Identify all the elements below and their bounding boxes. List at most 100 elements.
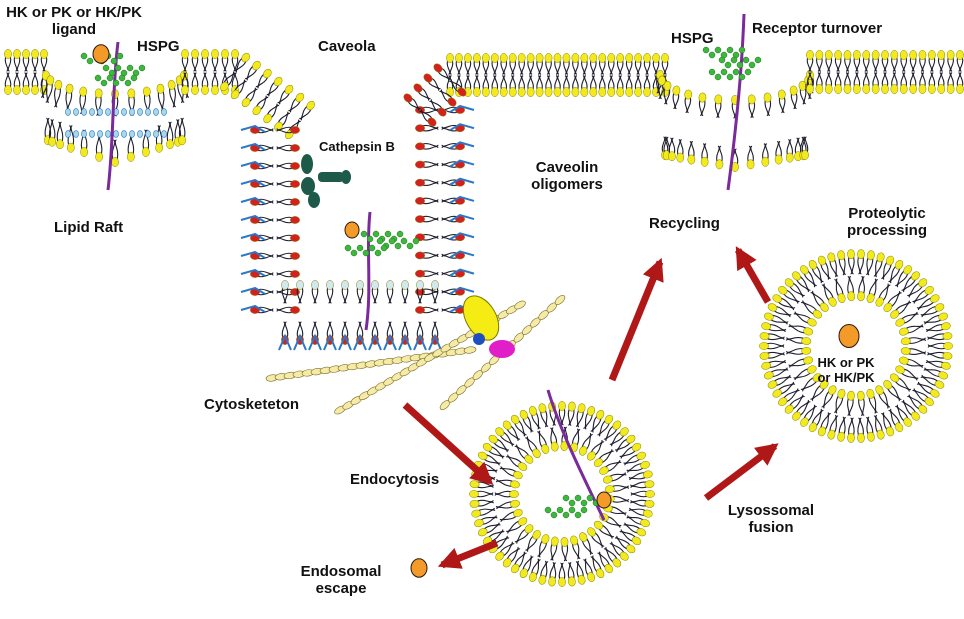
caveolin-chain [368, 333, 382, 351]
lipid-tail [867, 416, 874, 437]
lipid-head [847, 249, 855, 260]
lipid-head [541, 534, 550, 544]
lipid-head [856, 390, 865, 401]
endosomal-escape-label: Endosomal escape [286, 563, 396, 598]
lipid-head [528, 406, 537, 416]
lipid-head [295, 92, 305, 103]
lipid-head [759, 332, 770, 340]
lipid-tail [866, 417, 870, 438]
lipid-tail [763, 345, 785, 350]
lipid-head [155, 142, 164, 153]
ligand-ball [344, 221, 360, 239]
hspg-chain [94, 74, 102, 82]
hspg-chain [100, 79, 108, 87]
lipid-head [415, 160, 425, 169]
lipid-tail [805, 405, 817, 424]
lipid-tail [877, 283, 889, 302]
lipid-head [903, 265, 912, 275]
lipid-head [560, 537, 569, 547]
lipid-tail [901, 274, 915, 291]
hspg-chain [714, 46, 722, 54]
caveolin-chain [240, 160, 266, 169]
lipid-head [767, 380, 778, 389]
lipid-head [668, 151, 676, 162]
cathepsin-lobe [301, 177, 315, 195]
lipid-head [843, 84, 852, 94]
lipid-tail [820, 412, 830, 431]
lipid-head [191, 85, 199, 95]
lipid-tail [832, 256, 839, 277]
lipid-head [508, 53, 517, 63]
lipid-head [290, 288, 300, 296]
lipid-head [684, 89, 693, 100]
lipid-tail [781, 388, 799, 401]
lipid-head [544, 87, 553, 97]
lipid-tail [181, 117, 186, 141]
lipid-tail [890, 408, 901, 427]
lipid-head [455, 53, 463, 63]
lipid-head [535, 87, 544, 97]
lipid-head [808, 422, 818, 432]
lipid-head [698, 92, 707, 103]
magenta-protein [489, 340, 515, 358]
lipid-head [820, 302, 829, 312]
lipid-head [502, 558, 512, 568]
lipid-head [538, 403, 547, 414]
hspg-chain [724, 61, 732, 69]
lipid-tail [787, 283, 804, 298]
cathepsin-lobe [308, 192, 320, 208]
lipid-tail [95, 93, 99, 116]
lipid-head [31, 49, 39, 59]
lipid-tail [871, 279, 878, 299]
lipid-head [447, 97, 457, 107]
lipid-head [48, 136, 57, 147]
lipid-tail [771, 308, 791, 318]
lipid-head [956, 50, 964, 60]
lipid-head [571, 87, 580, 97]
hspg-chain [394, 242, 402, 250]
lipid-tail [895, 376, 912, 391]
lipid-head [772, 294, 782, 303]
lipid-head [636, 528, 647, 537]
lipid-head [142, 147, 150, 157]
lipid-head [415, 251, 425, 260]
lipid-head [281, 280, 289, 290]
lipid-head [876, 252, 885, 263]
hspg-chain [412, 237, 420, 245]
lipid-head [672, 85, 681, 96]
lipid-head [296, 280, 304, 290]
lipid-tail [924, 367, 945, 375]
lipid-head [127, 151, 135, 162]
lipid-head [499, 87, 508, 97]
lipid-head [634, 87, 642, 97]
lipid-tail [781, 291, 799, 304]
lipid-head [644, 499, 655, 508]
lipid-head [631, 536, 642, 546]
lipid-head [524, 454, 534, 464]
lipid-tail [886, 290, 901, 307]
lipid-tail [788, 325, 808, 334]
lipid-head [252, 60, 261, 71]
lipid-head [510, 499, 520, 508]
lipid-head [881, 50, 889, 60]
cholesterol [137, 130, 143, 138]
lipid-tail [811, 408, 822, 427]
lipid-tail [51, 119, 56, 142]
lipid-head [4, 85, 12, 95]
lipid-head [875, 385, 884, 395]
lipid-tail [765, 327, 786, 333]
lipid-head [306, 100, 315, 111]
lipid-tail [835, 394, 844, 414]
lipid-head [513, 508, 523, 518]
hspg-right-label: HSPG [671, 30, 714, 47]
lipid-head [142, 86, 151, 97]
cholesterol [121, 108, 127, 116]
lipid-head [792, 271, 801, 281]
lipid-tail [166, 121, 171, 145]
lipid-head [803, 356, 813, 365]
lipid-tail [880, 284, 891, 304]
hspg-chain [744, 68, 752, 76]
ligand-label-line1: HK or PK or HK/PK [6, 4, 142, 21]
hspg-chain [344, 244, 352, 252]
lipid-tail [927, 342, 949, 347]
